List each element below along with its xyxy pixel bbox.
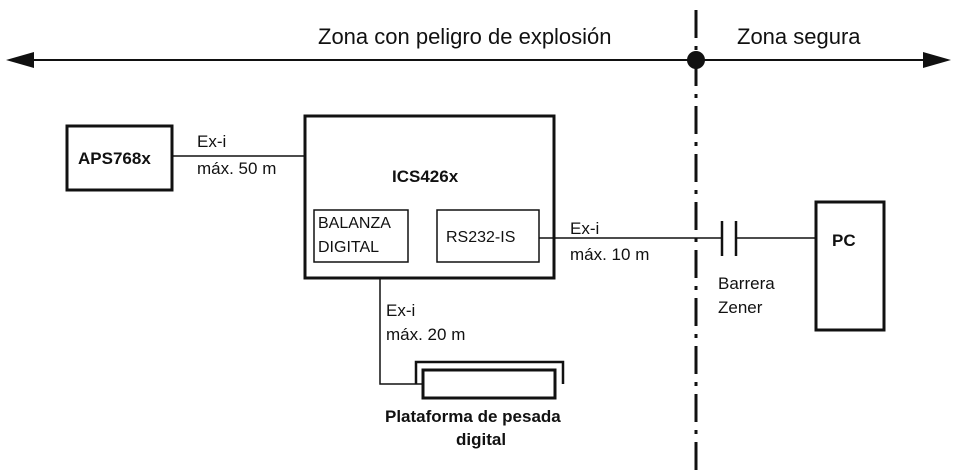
pc-label: PC [832, 231, 856, 250]
platform-base [421, 368, 557, 400]
balanza-label-line2: DIGITAL [318, 239, 380, 256]
aps-label: APS768x [78, 149, 151, 168]
zone-hazard-label: Zona con peligro de explosión [318, 24, 612, 49]
pc-box [814, 200, 886, 332]
balanza-label-line1: BALANZA [318, 215, 391, 232]
zone-arrow-left [6, 52, 34, 68]
platform-label-line1: Plataforma de pesada [385, 407, 561, 426]
ics-pc-type-label: Ex-i [570, 219, 600, 238]
barrier-label-line2: Zener [718, 298, 763, 317]
zone-arrow-right [923, 52, 951, 68]
ics-box [303, 114, 556, 280]
ics-pc-length-label: máx. 10 m [570, 245, 650, 264]
ics-platform-link [379, 278, 423, 385]
ics-label: ICS426x [392, 167, 459, 186]
aps-ics-length-label: máx. 50 m [197, 159, 277, 178]
ics-platform-length-label: máx. 20 m [386, 325, 466, 344]
zone-safe-label: Zona segura [737, 24, 861, 49]
rs232-box [436, 209, 540, 263]
barrier-label-line1: Barrera [718, 274, 775, 293]
ics-platform-type-label: Ex-i [386, 301, 416, 320]
aps-ics-type-label: Ex-i [197, 132, 227, 151]
rs232-label: RS232-IS [446, 229, 516, 246]
aps-box [65, 124, 174, 192]
balanza-box [313, 209, 409, 263]
platform-label-line2: digital [456, 430, 507, 449]
platform-pan [414, 360, 565, 384]
